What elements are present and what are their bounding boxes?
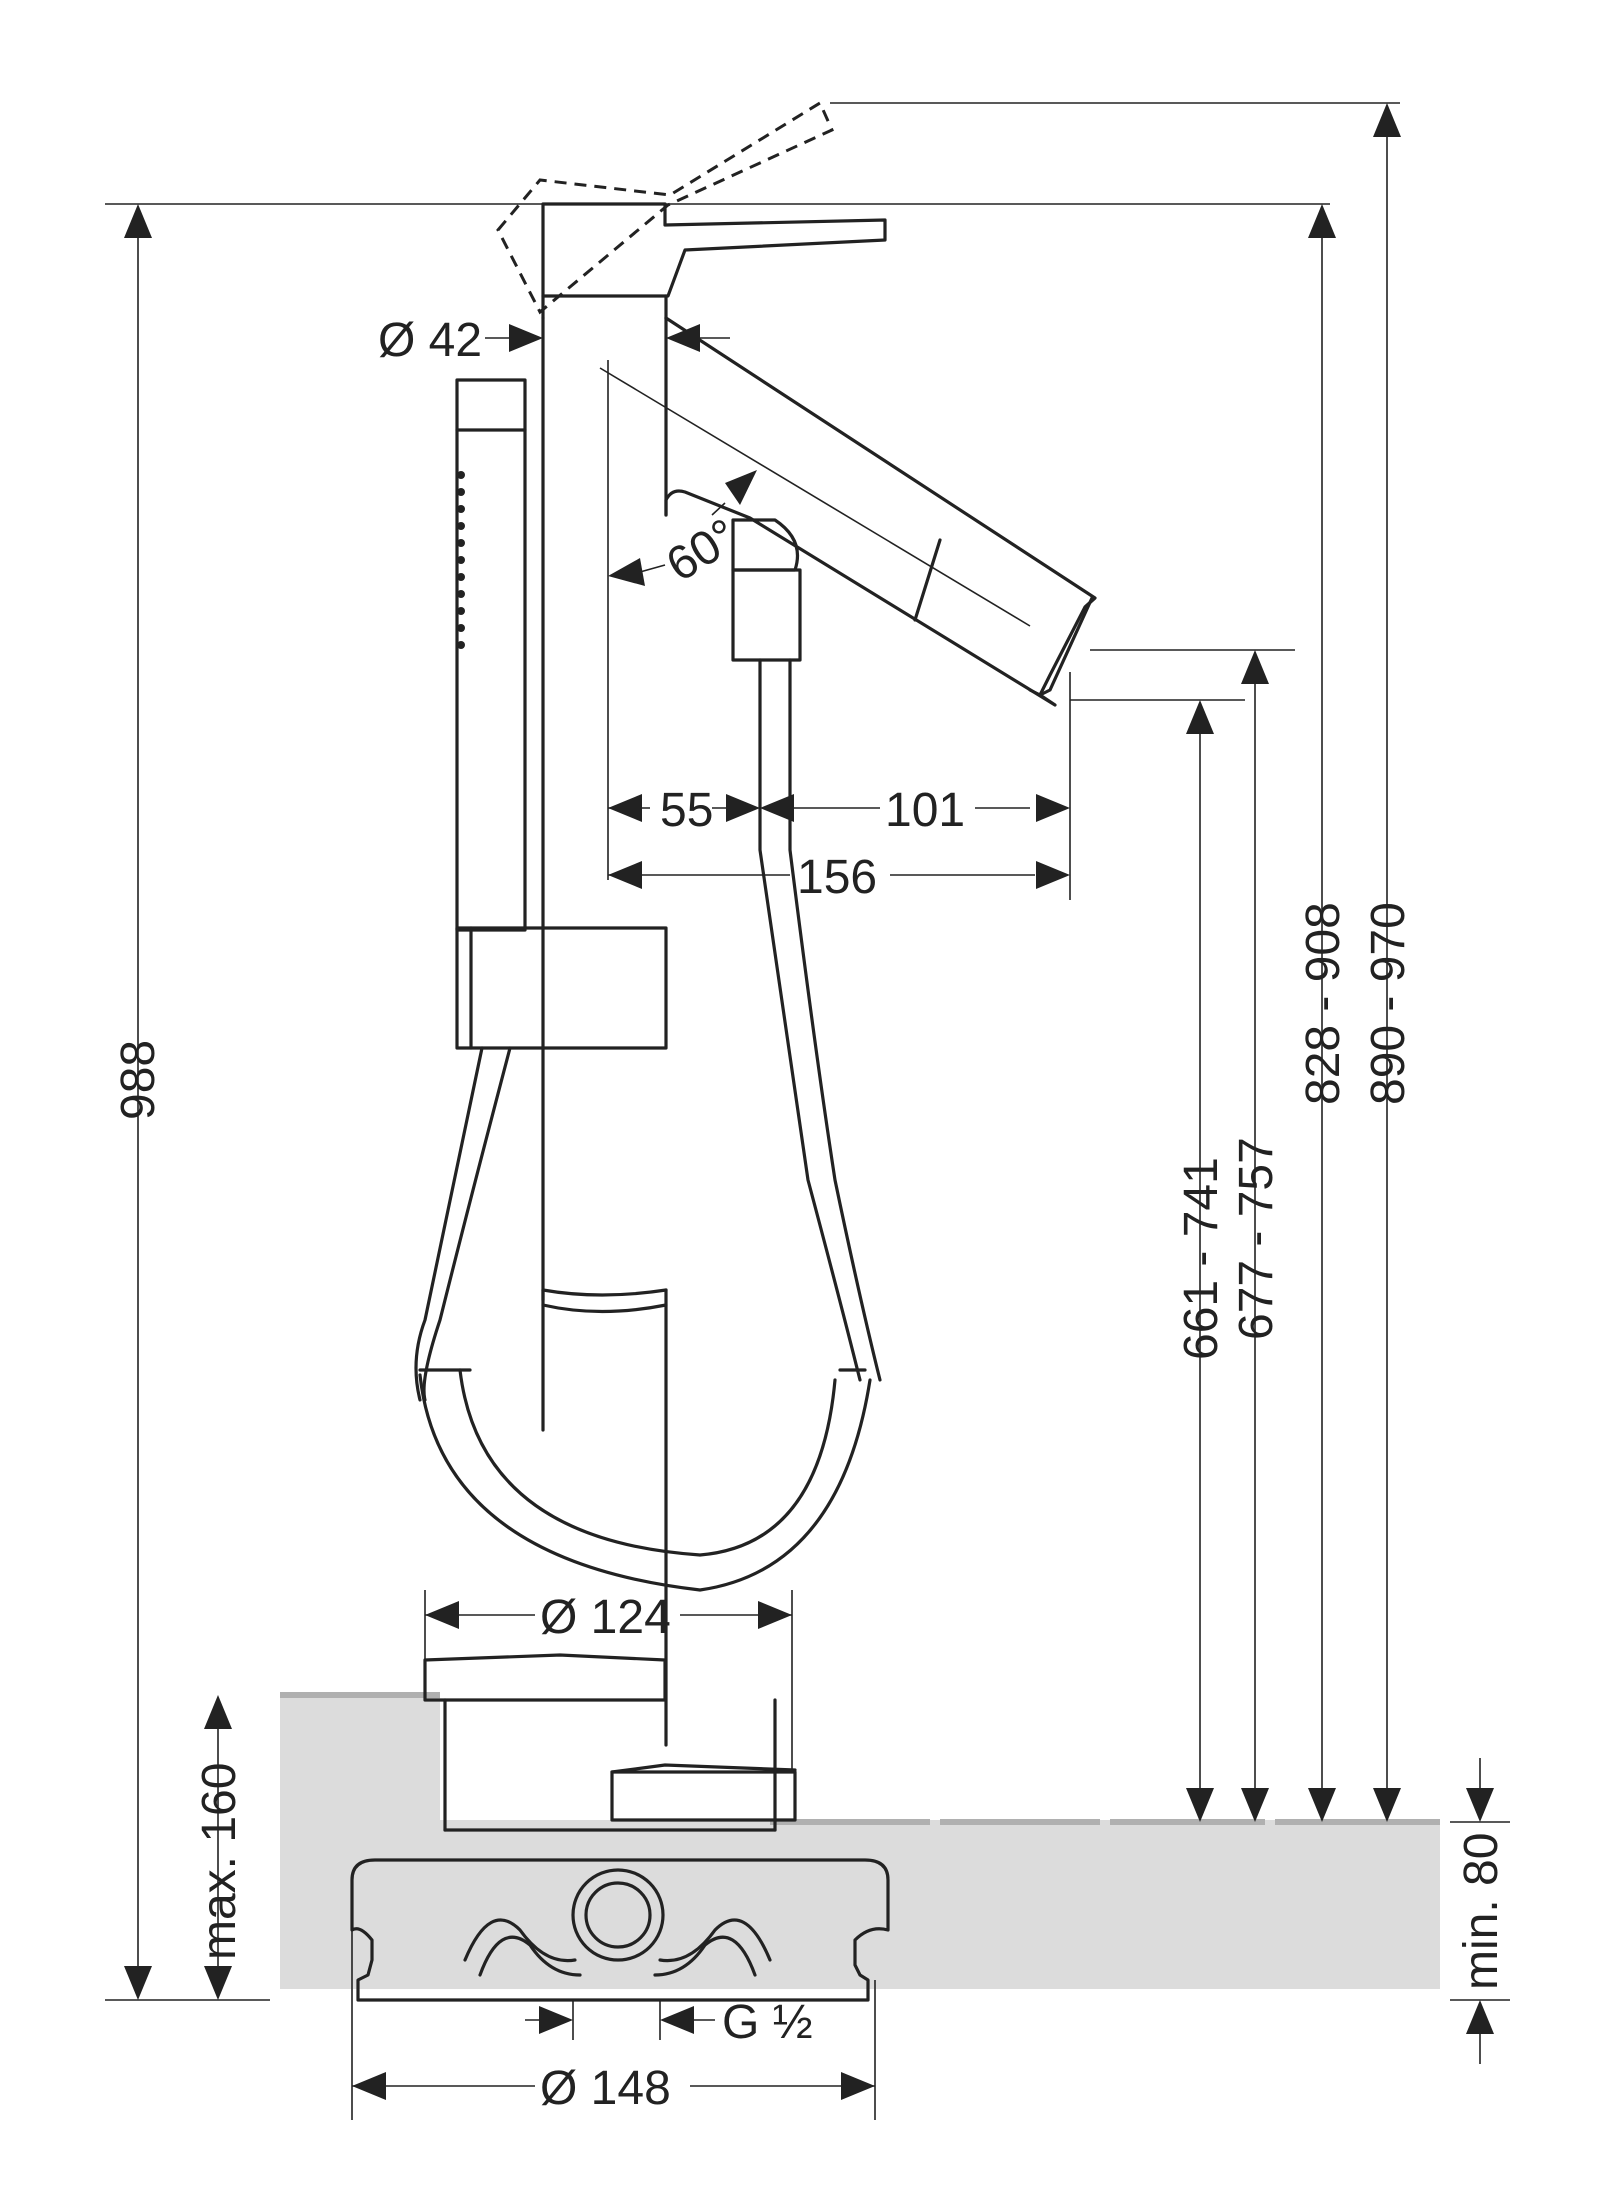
- dim-dia-148: Ø 148: [540, 2062, 671, 2115]
- dimension-labels: Ø 42 60° 55 101 156 988 661 - 741 677 - …: [112, 314, 1508, 2115]
- dim-thread-g-half: G ½: [722, 1996, 813, 2049]
- floor-section: [280, 1692, 1440, 1989]
- dim-661-741: 661 - 741: [1175, 1157, 1228, 1360]
- dim-dia-42: Ø 42: [378, 314, 482, 367]
- dimension-lines: [105, 102, 1510, 2120]
- dim-dia-124: Ø 124: [540, 1591, 671, 1644]
- dim-890-970: 890 - 970: [1362, 902, 1415, 1105]
- dim-156: 156: [797, 851, 877, 904]
- dim-max-160: max. 160: [193, 1763, 246, 1960]
- faucet-body: [350, 100, 1097, 2002]
- dim-677-757: 677 - 757: [1230, 1137, 1283, 1340]
- dim-828-908: 828 - 908: [1297, 902, 1350, 1105]
- dim-101: 101: [885, 784, 965, 837]
- dim-988: 988: [112, 1040, 165, 1120]
- dim-min-80: min. 80: [1455, 1833, 1508, 1990]
- dim-55: 55: [660, 784, 713, 837]
- shower-nozzles: [457, 471, 465, 649]
